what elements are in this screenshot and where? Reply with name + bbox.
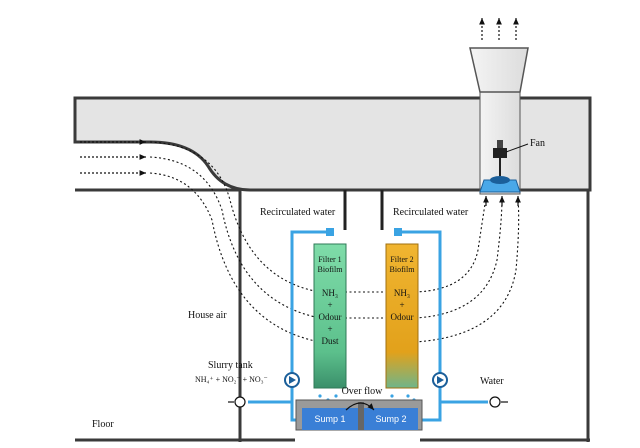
- nitrogen-label: NH₄⁺ + NO₂⁻ + NO₃⁻: [195, 375, 268, 384]
- recirc-left-label: Recirculated water: [260, 207, 336, 218]
- sump2-label: Sump 2: [375, 414, 406, 424]
- fan-label: Fan: [530, 138, 545, 149]
- spray-nozzle-icon: [326, 228, 402, 236]
- filter1-subtitle: Biofilm: [318, 265, 344, 274]
- water-label: Water: [480, 376, 504, 387]
- fan-icon: [479, 140, 521, 193]
- exhaust-arrows: [479, 18, 519, 40]
- left-wall: [75, 188, 242, 442]
- filter2-line2: +: [399, 300, 404, 310]
- filter1-line1: NH₃: [322, 288, 338, 298]
- chimney-top: [469, 47, 529, 93]
- overflow-label: Over flow: [342, 386, 384, 397]
- filter-1-column: [313, 243, 347, 389]
- filter1-line3: Odour: [319, 312, 342, 322]
- floor-label: Floor: [92, 419, 114, 430]
- sumps: [295, 399, 423, 431]
- slurry-tank-label: Slurry tank: [208, 360, 253, 371]
- filter2-line3: Odour: [391, 312, 414, 322]
- filter2-subtitle: Biofilm: [390, 265, 416, 274]
- filter1-title: Filter 1: [318, 255, 341, 264]
- recirc-right-label: Recirculated water: [393, 207, 469, 218]
- ceiling: [73, 96, 592, 192]
- filter1-line4: +: [327, 324, 332, 334]
- airflow-curves: [149, 141, 520, 343]
- filter2-title: Filter 2: [390, 255, 413, 264]
- valve-icon: [228, 396, 508, 408]
- house-air-label: House air: [188, 310, 227, 321]
- intake-arrows: [483, 196, 521, 206]
- overflow-arrow: [345, 402, 375, 411]
- filter1-line5: Dust: [321, 336, 339, 346]
- filter2-line1: NH₃: [394, 288, 410, 298]
- pump-icon: [284, 372, 448, 388]
- filter1-line2: +: [327, 300, 332, 310]
- sump1-label: Sump 1: [314, 414, 345, 424]
- filter-2-column: [385, 243, 419, 389]
- inlet-arrows: [80, 139, 146, 176]
